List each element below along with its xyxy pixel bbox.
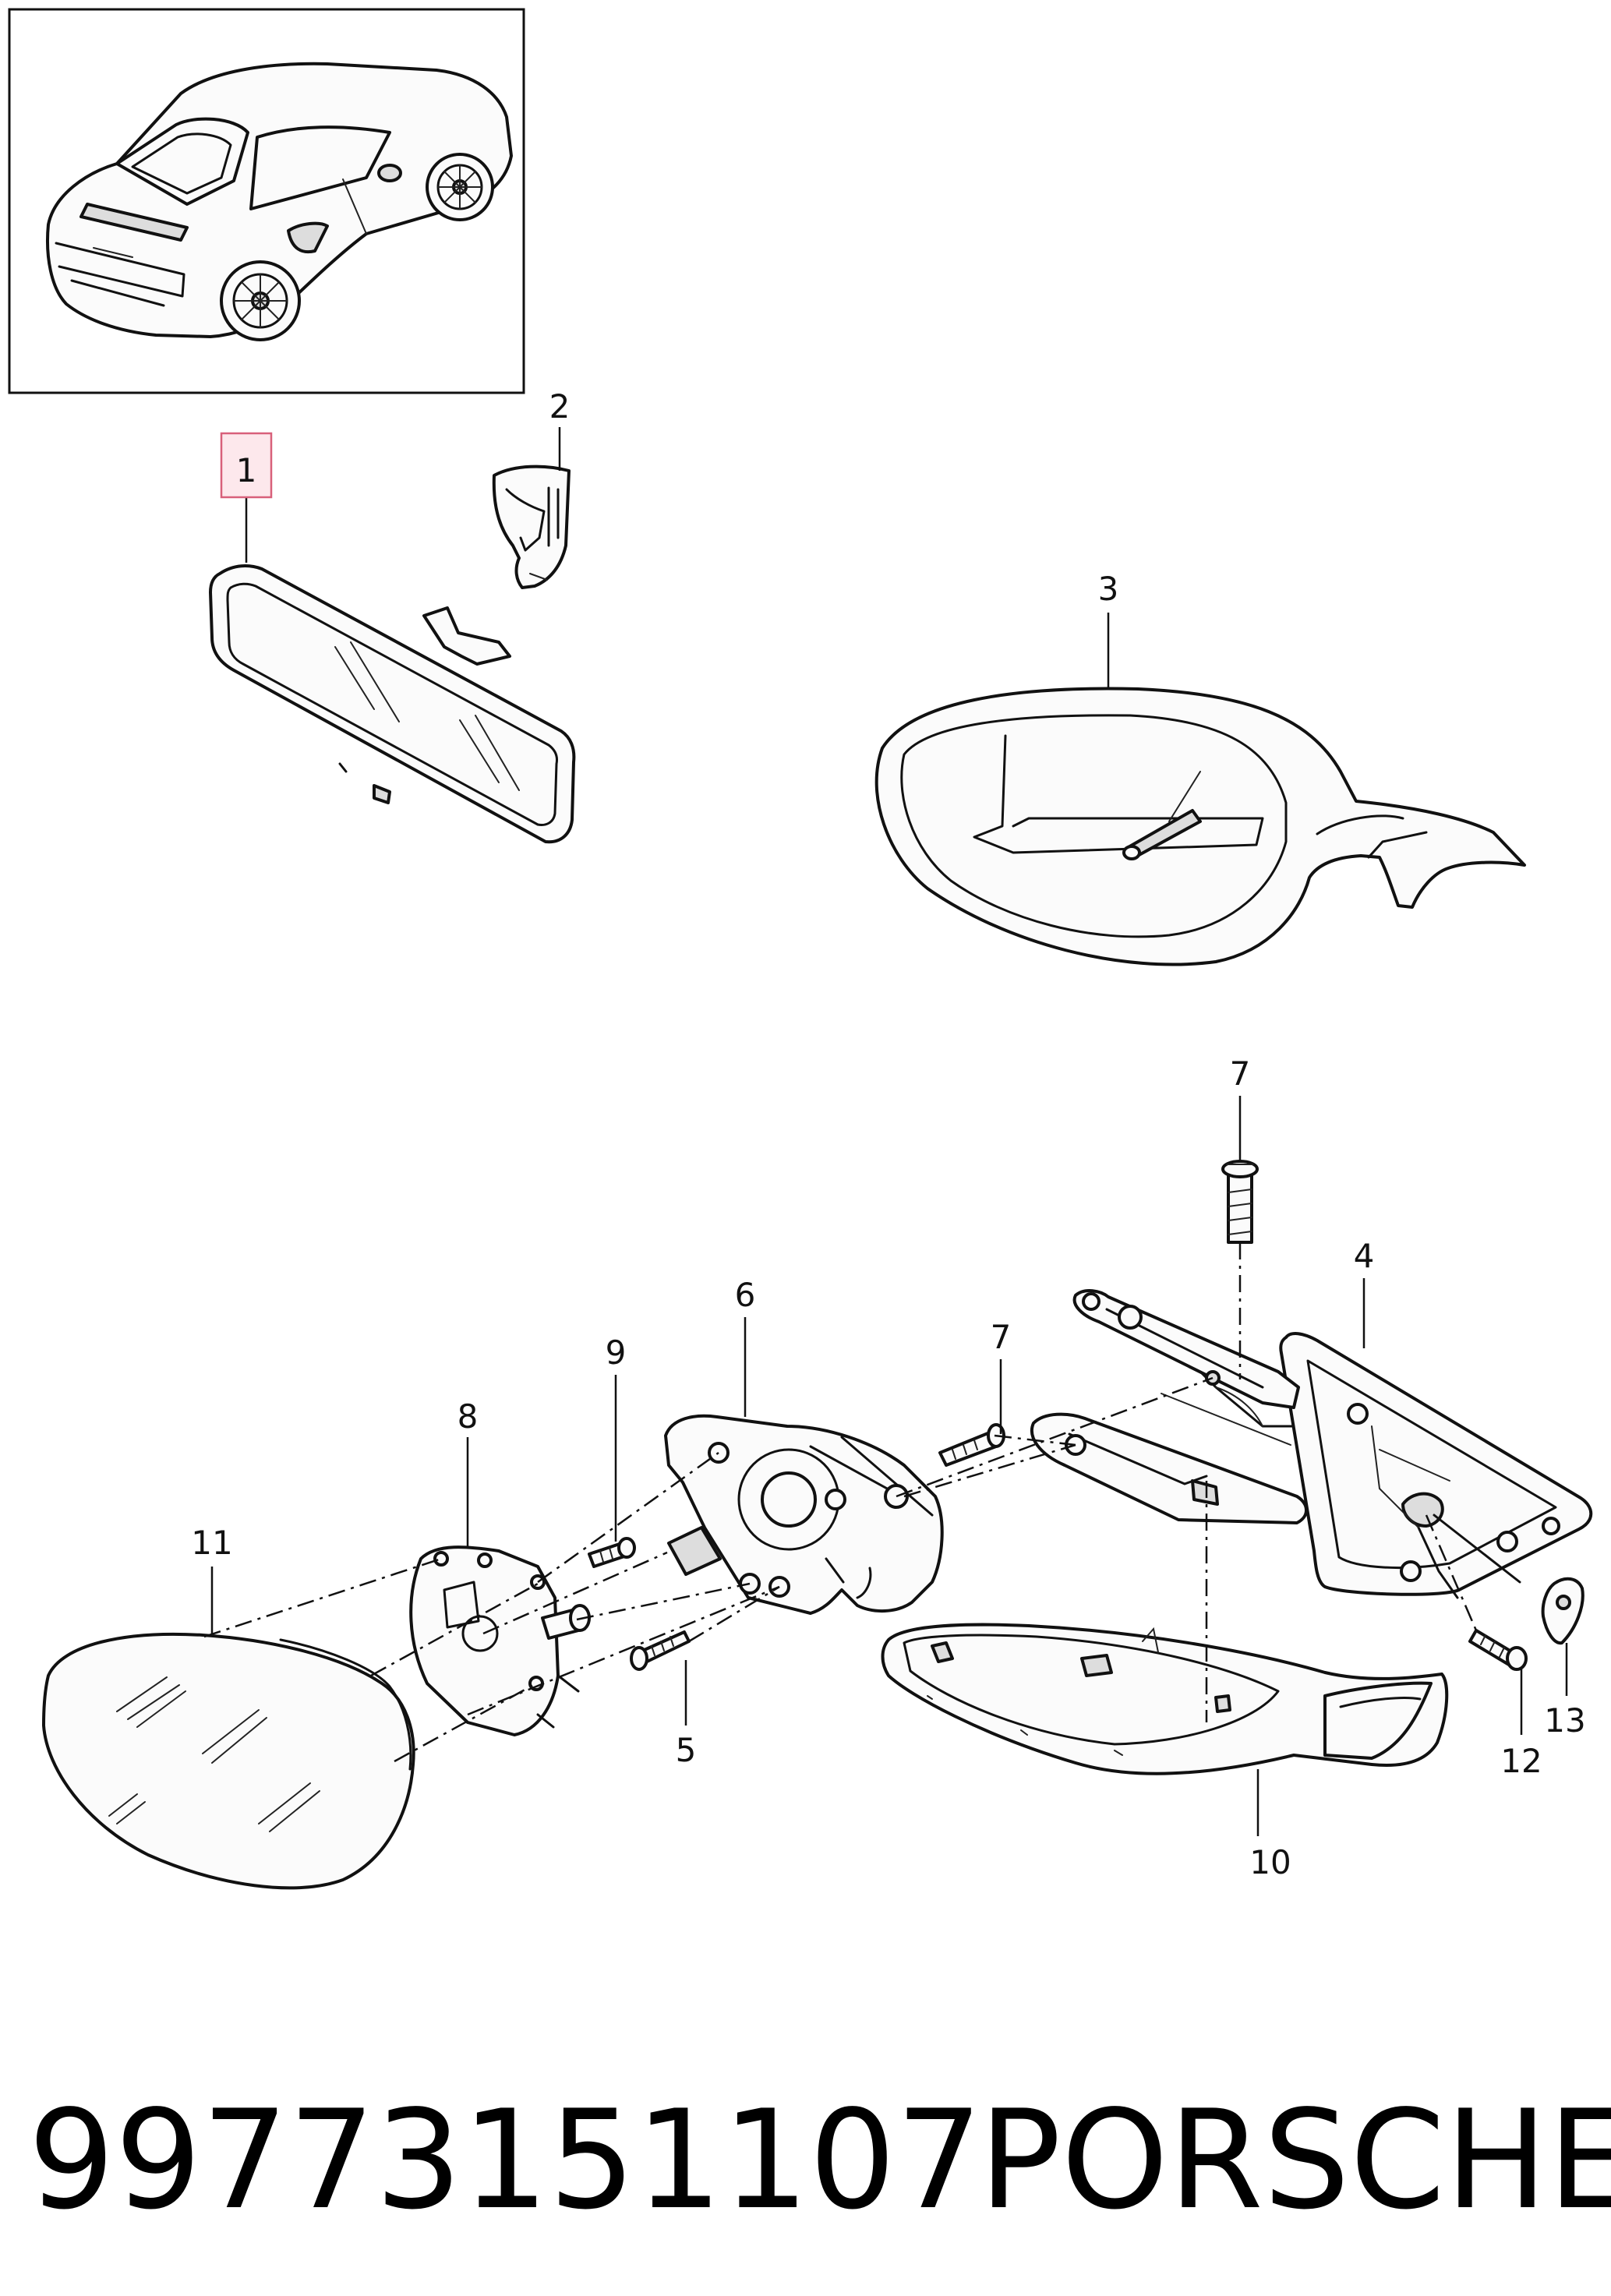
part-9-screw: [588, 1537, 636, 1568]
part-8-glass-carrier: [409, 1545, 591, 1736]
front-wheel: [426, 153, 494, 221]
callout-8: 8: [458, 1397, 479, 1436]
callout-5: 5: [676, 1731, 697, 1769]
leader-lines: [210, 427, 1568, 1836]
part-7-screw-middle: [938, 1423, 1005, 1467]
callouts: 1 2 3 4 5 6 7 7 8 9 10 11 12 13: [191, 387, 1585, 1881]
part-4-mirror-base: [1279, 1332, 1593, 1599]
part-12-screw: [1468, 1629, 1528, 1671]
callout-4: 4: [1354, 1237, 1375, 1275]
callout-1: 1: [236, 451, 257, 489]
callout-2: 2: [549, 387, 571, 426]
rear-wheel: [220, 260, 301, 341]
part-13-cap: [1541, 1577, 1585, 1645]
part-10-lower-cover: [881, 1623, 1449, 1775]
part-1-interior-mirror: [209, 564, 576, 844]
callout-6: 6: [735, 1276, 756, 1314]
callout-3: 3: [1098, 570, 1119, 608]
callout-7-upper: 7: [1230, 1054, 1251, 1093]
part-number: 99773151107: [28, 2082, 983, 2240]
brand-name: PORSCHE: [979, 2082, 1611, 2240]
callout-12: 12: [1500, 1742, 1542, 1780]
callout-9: 9: [606, 1333, 627, 1372]
part-5-screw: [630, 1630, 691, 1671]
part-11-mirror-glass: [42, 1632, 415, 1890]
vehicle-inset: [8, 8, 525, 394]
footer: 99773151107 PORSCHE: [28, 2082, 1611, 2240]
assembly-lines: [203, 1242, 1478, 1763]
callout-10: 10: [1249, 1843, 1291, 1881]
callout-13: 13: [1544, 1701, 1585, 1740]
part-3-mirror-housing: [874, 687, 1526, 966]
car-illustration: [46, 62, 513, 341]
callout-1-highlight: [220, 432, 273, 499]
callout-7-middle: 7: [991, 1318, 1012, 1356]
part-2-mount-cover: [492, 464, 571, 589]
mirror-arm: [1030, 1289, 1308, 1524]
part-6-adjuster-motor: [664, 1414, 944, 1615]
part-7-screw-upper: [1221, 1160, 1259, 1244]
callout-11: 11: [191, 1524, 232, 1562]
